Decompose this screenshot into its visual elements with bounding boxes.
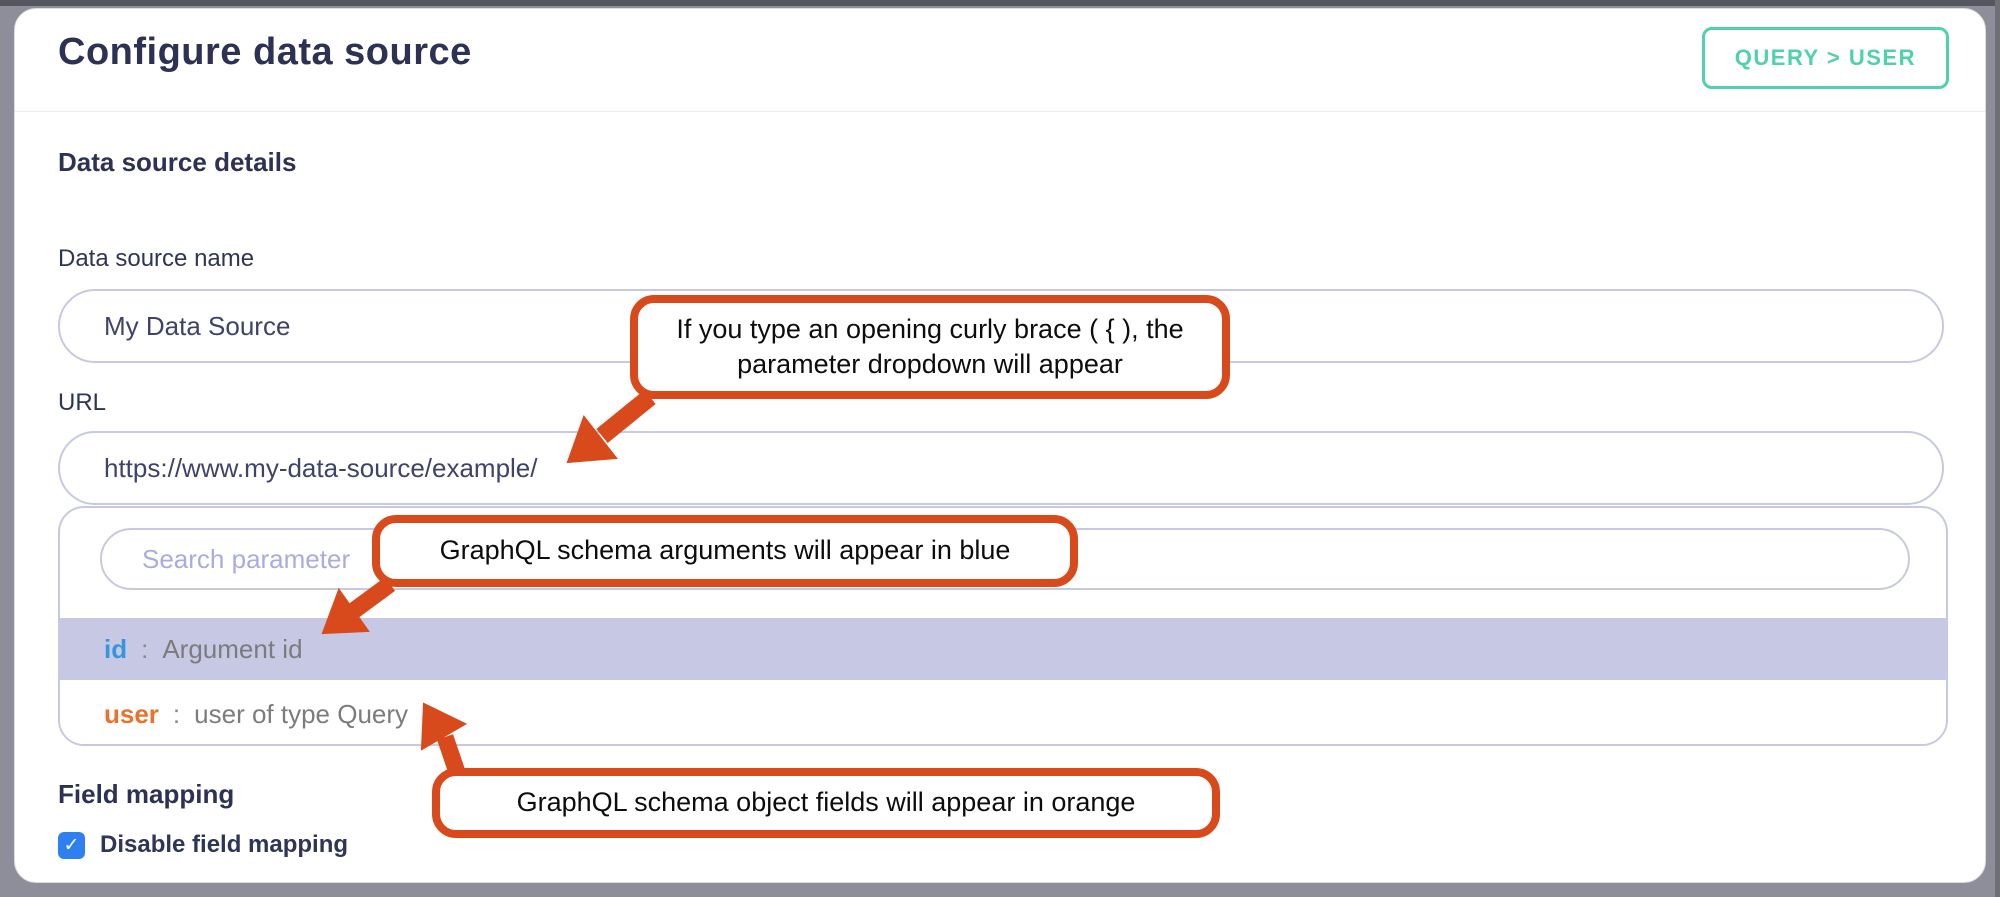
dropdown-item-id-name: id [104, 633, 128, 664]
header-divider [15, 111, 1985, 112]
dropdown-item-user-name: user [104, 698, 159, 729]
window-frame-top [0, 0, 2000, 6]
url-field-label: URL [58, 389, 107, 416]
dropdown-item-id-separator: : [141, 633, 149, 664]
disable-field-mapping-label: Disable field mapping [100, 831, 349, 858]
url-input[interactable] [58, 431, 1944, 505]
dropdown-item-user[interactable]: user : user of type Query [60, 680, 1946, 744]
dropdown-item-id[interactable]: id : Argument id [60, 618, 1946, 680]
name-field-label: Data source name [58, 245, 255, 272]
checkmark-icon: ✓ [63, 834, 80, 856]
window-frame-right [1995, 0, 2000, 897]
annotation-arguments-blue: GraphQL schema arguments will appear in … [372, 515, 1078, 587]
annotation-fields-orange: GraphQL schema object fields will appear… [432, 768, 1220, 838]
dropdown-item-id-description: Argument id [162, 633, 303, 664]
page-title: Configure data source [58, 31, 472, 73]
annotation-curly-brace: If you type an opening curly brace ( { )… [630, 295, 1230, 399]
disable-field-mapping-row: ✓ Disable field mapping [58, 831, 348, 859]
section-heading-details: Data source details [58, 147, 297, 177]
configure-data-source-card: Configure data source QUERY > USER Data … [14, 8, 1986, 883]
query-path-badge[interactable]: QUERY > USER [1701, 27, 1949, 89]
disable-field-mapping-checkbox[interactable]: ✓ [58, 831, 85, 859]
dropdown-item-user-description: user of type Query [194, 698, 409, 729]
section-heading-field-mapping: Field mapping [58, 779, 235, 809]
dropdown-item-user-separator: : [172, 698, 181, 729]
